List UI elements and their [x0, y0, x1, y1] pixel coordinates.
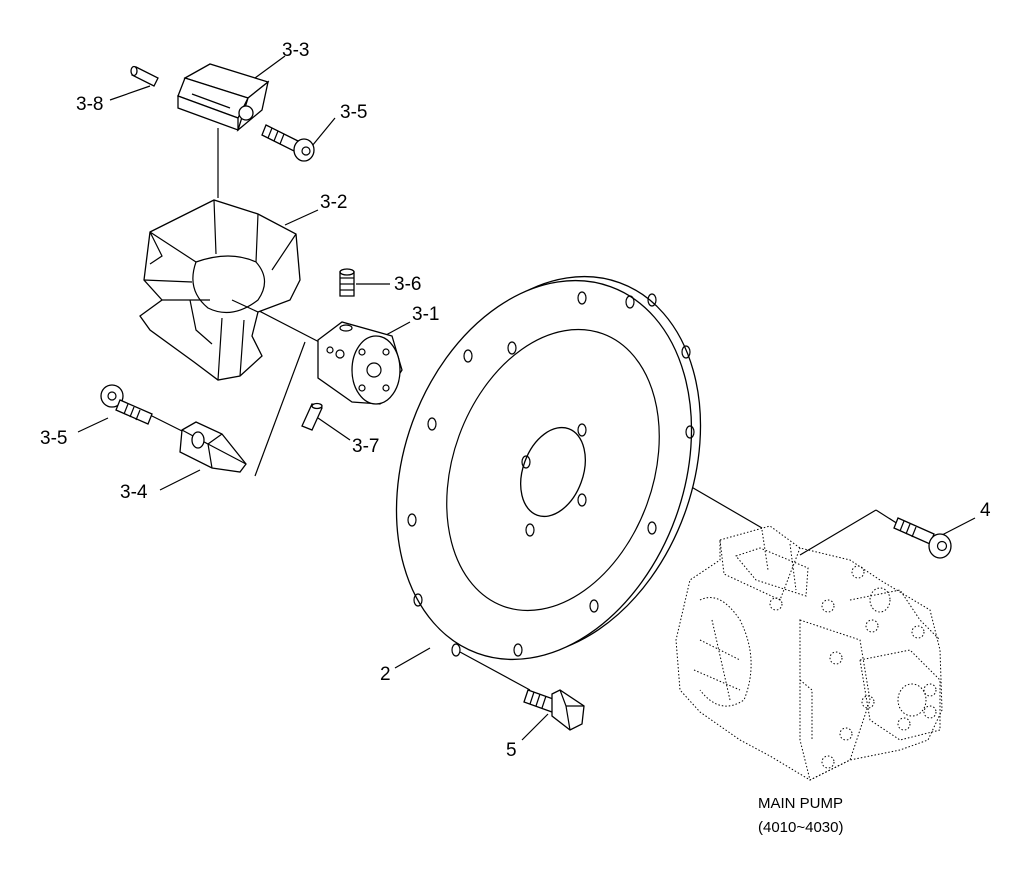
rubber-element-3-2	[139, 199, 301, 381]
label-3-5-left: 3-5	[40, 428, 67, 449]
main-pump	[675, 525, 943, 781]
label-3-2: 3-2	[320, 192, 347, 213]
bolt-5	[523, 689, 585, 731]
caption-range: (4010~4030)	[758, 819, 844, 836]
label-3-4: 3-4	[120, 482, 148, 503]
label-3-6: 3-6	[394, 274, 421, 295]
label-4: 4	[980, 500, 991, 521]
hub-3-1	[317, 321, 403, 405]
label-2: 2	[380, 664, 391, 685]
label-3-8: 3-8	[76, 94, 103, 115]
set-screw-3-6	[339, 268, 355, 297]
clamp-3-3	[177, 63, 270, 132]
callout-labels: 3-3 3-8 3-5 3-2 3-6 3-1 3-5 3-7 3-4 4 2 …	[40, 40, 991, 761]
label-3-3: 3-3	[282, 40, 309, 61]
plate-2	[395, 275, 702, 661]
pin-3-7	[301, 402, 323, 431]
leader-lines	[77, 55, 976, 741]
label-3-1: 3-1	[412, 304, 439, 325]
caption-title: MAIN PUMP	[758, 795, 843, 812]
bolt-3-5-top	[261, 124, 315, 162]
label-3-5-top: 3-5	[340, 102, 367, 123]
bolt-4	[893, 517, 952, 559]
pump-caption: MAIN PUMP (4010~4030)	[758, 795, 844, 836]
wedge-3-4	[179, 421, 247, 473]
pin-3-8	[130, 65, 159, 87]
bolt-3-5-left	[100, 384, 153, 425]
plate-bolt-holes	[407, 291, 695, 657]
label-3-7: 3-7	[352, 436, 379, 457]
label-5: 5	[506, 740, 517, 761]
